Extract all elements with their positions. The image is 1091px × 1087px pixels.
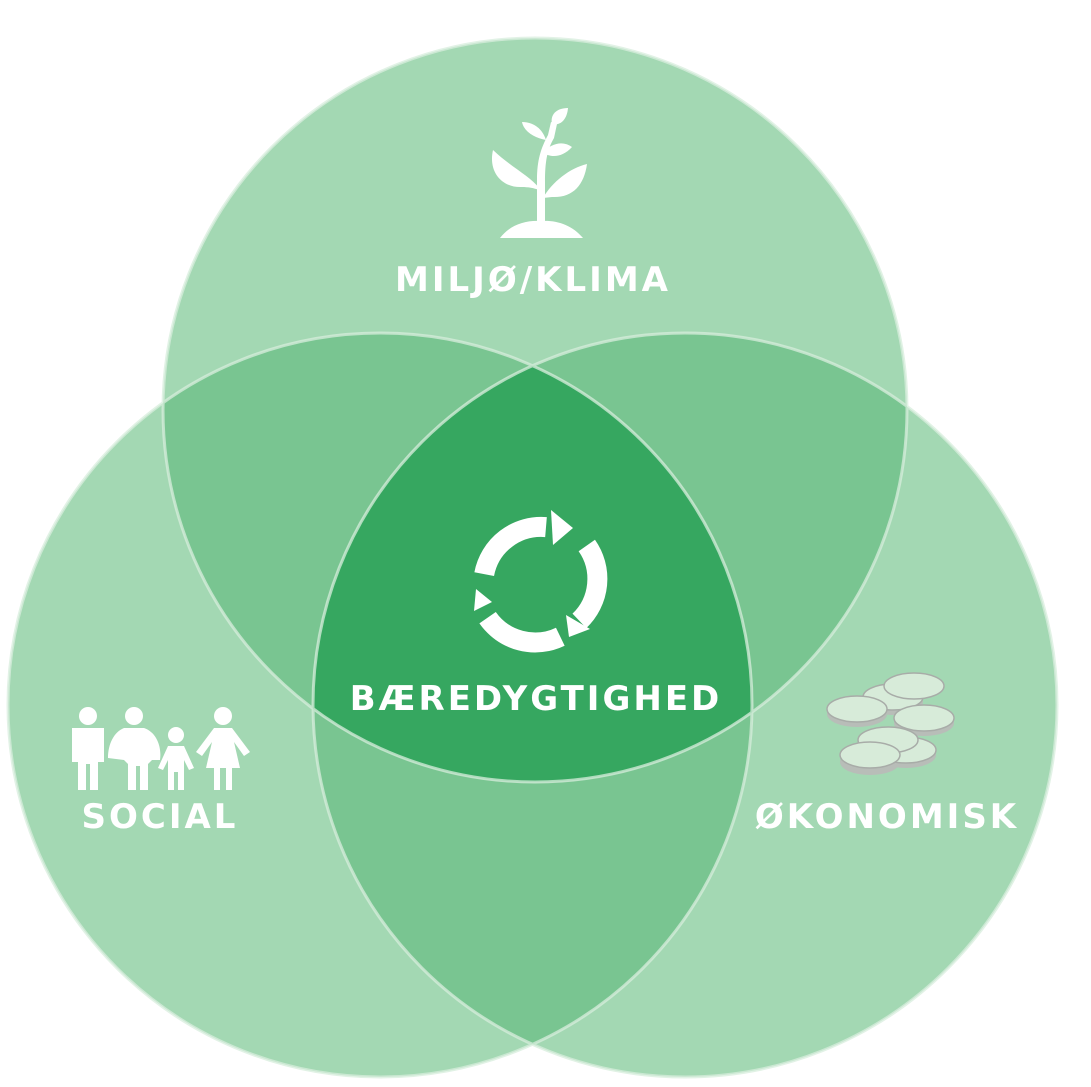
circle-borders — [6, 36, 1059, 1079]
adult-figure-body — [108, 728, 161, 790]
adult-figure-head — [125, 707, 143, 725]
overlap-all-three — [313, 333, 752, 782]
border-social — [6, 331, 754, 1079]
center-overlap — [313, 333, 752, 782]
coins-icon — [826, 672, 955, 775]
family-icon — [72, 707, 250, 790]
label-miljo-klima: MILJØ/KLIMA — [395, 260, 671, 300]
label-social: SOCIAL — [82, 797, 239, 837]
woman-figure-body — [196, 728, 250, 790]
border-okonomisk — [311, 331, 1059, 1079]
man-figure-head — [79, 707, 97, 725]
border-miljo-klima — [161, 36, 909, 784]
child-figure-head — [168, 727, 184, 743]
woman-figure-head — [214, 707, 232, 725]
man-figure-body — [72, 728, 104, 790]
label-baeredygtighed: BÆREDYGTIGHED — [350, 679, 723, 719]
label-okonomisk: ØKONOMISK — [755, 797, 1019, 837]
recycle-icon — [474, 510, 608, 653]
plant-icon — [491, 108, 587, 238]
child-figure-body — [158, 746, 194, 790]
